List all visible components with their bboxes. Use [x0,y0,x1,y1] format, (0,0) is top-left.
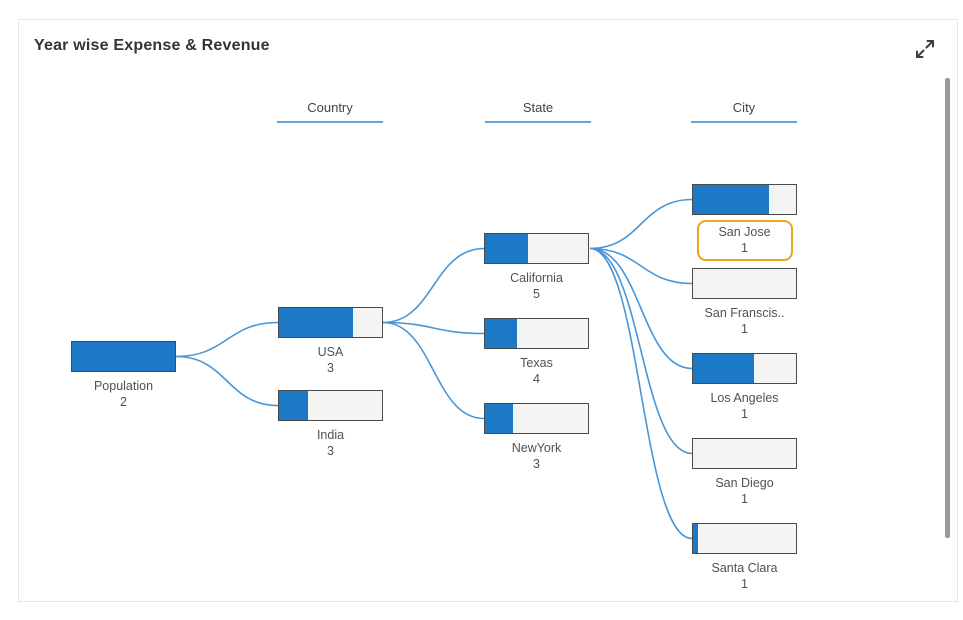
node-sanfrancisco[interactable]: San Franscis.. 1 [692,268,797,337]
link-california-losangeles [589,247,693,370]
node-population-label: Population [93,379,154,393]
link-usa-texas [382,321,485,335]
node-caption: Los Angeles 1 [692,390,797,422]
chart-title: Year wise Expense & Revenue [34,37,270,54]
link-population-india [175,355,279,407]
column-header-country: Country [277,100,383,123]
link-california-sandiego [589,247,693,455]
chart-card: Year wise Expense & Revenue Country Stat… [18,19,958,602]
node-sandiego[interactable]: San Diego 1 [692,438,797,507]
link-california-santaclara [589,247,693,540]
link-california-sanjose [589,198,693,250]
node-population-value: 2 [120,395,127,409]
node-losangeles-label: Los Angeles [710,391,779,405]
node-california-value: 5 [533,287,540,301]
tree-links [175,198,693,540]
node-sandiego-value: 1 [741,492,748,506]
node-sanjose-label: San Jose [718,225,771,239]
node-india-label: India [316,428,345,442]
node-texas-label: Texas [520,356,553,370]
node-sanjose-value: 1 [741,241,748,255]
link-usa-newyork [382,321,485,420]
node-texas-value: 4 [533,372,540,386]
node-sanjose-bar [692,184,797,215]
node-caption: Santa Clara 1 [692,560,797,592]
expand-icon[interactable] [912,36,938,62]
node-california-bar [484,233,589,264]
node-texas-bar [484,318,589,349]
node-newyork-value: 3 [533,457,540,471]
node-losangeles[interactable]: Los Angeles 1 [692,353,797,422]
link-population-usa [175,321,279,358]
node-india[interactable]: India 3 [278,390,383,459]
link-california-sanfrancisco [589,247,693,285]
column-header-city: City [691,100,797,123]
node-california-label: California [510,271,563,285]
node-sandiego-label: San Diego [715,476,774,490]
node-usa-value: 3 [327,361,334,375]
node-usa[interactable]: USA 3 [278,307,383,376]
node-sanjose[interactable]: San Jose 1 [692,184,797,261]
node-caption: India 3 [278,427,383,459]
node-santaclara-label: Santa Clara [711,561,778,575]
node-population[interactable]: Population 2 [71,341,176,410]
node-india-bar [278,390,383,421]
node-sanfrancisco-label: San Franscis.. [704,306,785,320]
link-usa-california [382,247,485,324]
node-india-value: 3 [327,444,334,458]
node-caption: San Franscis.. 1 [692,305,797,337]
node-sandiego-bar [692,438,797,469]
node-caption: California 5 [484,270,589,302]
node-texas[interactable]: Texas 4 [484,318,589,387]
node-california[interactable]: California 5 [484,233,589,302]
node-santaclara[interactable]: Santa Clara 1 [692,523,797,592]
node-santaclara-value: 1 [741,577,748,591]
vertical-scrollbar-thumb[interactable] [945,78,950,538]
node-caption: San Jose 1 [699,224,791,256]
node-losangeles-bar [692,353,797,384]
node-newyork[interactable]: NewYork 3 [484,403,589,472]
node-usa-label: USA [317,345,344,359]
selected-node-outline: San Jose 1 [696,220,793,261]
column-header-state: State [485,100,591,123]
node-newyork-bar [484,403,589,434]
node-losangeles-value: 1 [741,407,748,421]
node-caption: NewYork 3 [484,440,589,472]
node-sanfrancisco-bar [692,268,797,299]
node-population-bar [71,341,176,372]
expand-arrows-icon [916,40,934,58]
node-usa-bar [278,307,383,338]
node-caption: USA 3 [278,344,383,376]
node-santaclara-bar [692,523,797,554]
node-sanfrancisco-value: 1 [741,322,748,336]
node-caption: Texas 4 [484,355,589,387]
node-caption: San Diego 1 [692,475,797,507]
node-newyork-label: NewYork [511,441,562,455]
node-caption: Population 2 [71,378,176,410]
